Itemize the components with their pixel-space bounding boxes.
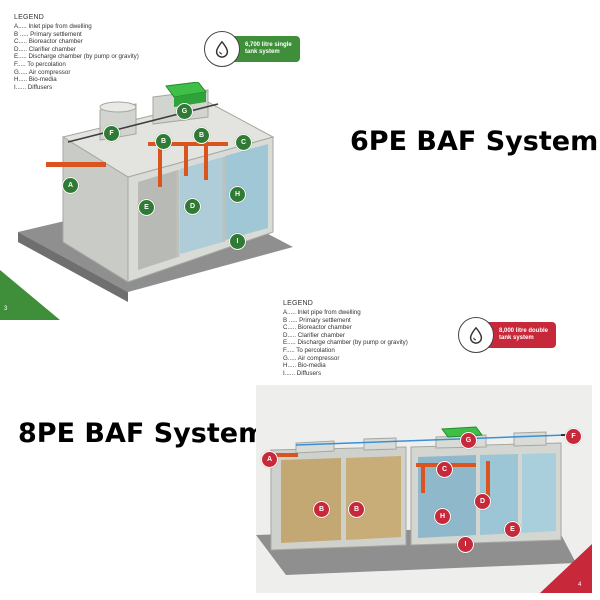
legend-item: I...... Diffusers (14, 83, 53, 91)
transfer-pipe (486, 461, 490, 497)
top-badge-line1: 6,700 litre single (245, 42, 292, 48)
legend-item: D..... Clarifier chamber (14, 45, 76, 53)
riser-lid (99, 101, 137, 113)
marker-b: B (155, 133, 172, 150)
legend-item: H..... Bio-media (14, 76, 57, 84)
marker-g: G (176, 103, 193, 120)
legend-item: E..... Discharge chamber (by pump or gra… (283, 339, 408, 347)
chamber-e (138, 170, 178, 270)
legend-item: I...... Diffusers (283, 369, 322, 377)
top-legend: LEGEND A..... Inlet pipe from dwelling B… (14, 14, 139, 91)
transfer-pipe (158, 142, 162, 187)
legend-item: H..... Bio-media (283, 362, 326, 370)
bottom-badge-line2: tank system (499, 335, 534, 341)
water-drop-icon (458, 317, 494, 353)
legend-item: D..... Clarifier chamber (283, 331, 345, 339)
marker-i: I (457, 536, 474, 553)
top-legend-title: LEGEND (14, 14, 44, 21)
marker-f: F (103, 125, 120, 142)
inlet-pipe (276, 453, 298, 457)
legend-item: B ..... Primary settlement (283, 316, 351, 324)
bottom-badge-line1: 8,000 litre double (499, 328, 549, 334)
top-badge-line2: tank system (245, 49, 280, 55)
marker-i: I (229, 233, 246, 250)
legend-item: F..... To percolation (283, 346, 335, 354)
marker-d: D (184, 198, 201, 215)
chamber-b-primary (281, 458, 341, 543)
outlet-pipe (67, 103, 219, 143)
marker-d: D (474, 493, 491, 510)
chamber-c-bioreactor (418, 455, 476, 538)
transfer-pipe (204, 140, 208, 180)
marker-b: B (313, 501, 330, 518)
top-tank-illustration (18, 82, 293, 302)
top-heading: 6PE BAF System (350, 126, 599, 157)
gravel-base-edge (18, 232, 128, 302)
legend-item: G..... Air compressor (283, 354, 340, 362)
marker-g: G (460, 432, 477, 449)
legend-item: C..... Bioreactor chamber (283, 324, 352, 332)
legend-item: B ..... Primary settlement (14, 30, 82, 38)
transfer-pipe (184, 142, 188, 176)
top-corner-accent (0, 270, 60, 320)
chamber-e-discharge (522, 453, 556, 533)
bottom-heading: 8PE BAF System (18, 418, 267, 449)
marker-c: C (436, 461, 453, 478)
top-page-number: 3 (4, 306, 8, 312)
marker-h: H (229, 186, 246, 203)
chamber-b-primary (346, 456, 401, 540)
marker-b: B (348, 501, 365, 518)
legend-item: E..... Discharge chamber (by pump or gra… (14, 53, 139, 61)
marker-h: H (434, 508, 451, 525)
bottom-legend-list: A..... Inlet pipe from dwelling B ..... … (283, 309, 408, 377)
marker-a: A (261, 451, 278, 468)
bottom-legend-title: LEGEND (283, 300, 313, 307)
marker-c: C (235, 134, 252, 151)
legend-item: F..... To percolation (14, 60, 66, 68)
marker-b: B (193, 127, 210, 144)
bottom-legend: LEGEND A..... Inlet pipe from dwelling B… (283, 300, 408, 377)
marker-e: E (504, 521, 521, 538)
legend-item: C..... Bioreactor chamber (14, 38, 83, 46)
chamber-d (180, 157, 223, 254)
bottom-capacity-badge: 8,000 litre double tank system (458, 317, 557, 353)
bottom-page-number: 4 (578, 582, 582, 588)
top-capacity-badge: 6,700 litre single tank system (204, 31, 300, 67)
transfer-pipe (421, 463, 425, 493)
marker-e: E (138, 199, 155, 216)
legend-item: A..... Inlet pipe from dwelling (14, 23, 92, 30)
access-riser (295, 440, 335, 454)
marker-a: A (62, 177, 79, 194)
water-drop-icon (204, 31, 240, 67)
marker-f: F (565, 428, 582, 445)
access-riser (363, 437, 397, 451)
inlet-pipe (46, 162, 106, 167)
legend-item: G..... Air compressor (14, 68, 71, 76)
top-legend-list: A..... Inlet pipe from dwelling B ..... … (14, 23, 139, 91)
access-riser (513, 431, 547, 447)
legend-item: A..... Inlet pipe from dwelling (283, 309, 361, 316)
chamber-c (225, 144, 268, 240)
bottom-corner-accent (540, 544, 592, 593)
bottom-tank-illustration (256, 426, 581, 575)
air-line (295, 434, 567, 446)
